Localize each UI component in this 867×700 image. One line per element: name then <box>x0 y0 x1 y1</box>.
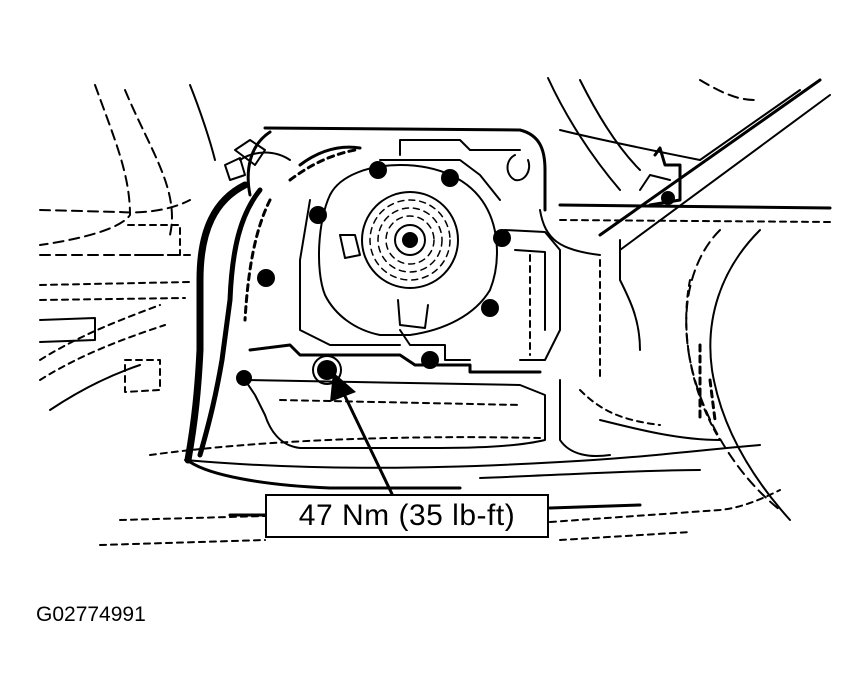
wiring-harness <box>184 139 362 464</box>
figure-id-label: G02774991 <box>36 603 146 626</box>
bolt-icon <box>309 206 327 224</box>
bolt-icon <box>421 351 439 369</box>
transmission-housing <box>244 126 561 449</box>
bolt-icon <box>441 169 459 187</box>
bolt-icon <box>236 370 252 386</box>
right-frame-structure <box>539 77 832 521</box>
left-frame-lines <box>39 84 216 411</box>
lower-frame-rails <box>99 436 781 546</box>
torque-spec-label: 47 Nm (35 lb-ft) <box>298 499 516 532</box>
bolt-icon <box>493 229 511 247</box>
bolt-icon <box>317 360 337 380</box>
arrow-icon <box>330 372 394 496</box>
bolt-group <box>236 161 511 386</box>
converter-rings <box>361 191 459 289</box>
torque-callout: 47 Nm (35 lb-ft) <box>265 494 549 538</box>
bolt-icon <box>481 299 499 317</box>
bolt-icon <box>369 161 387 179</box>
bolt-icon <box>257 269 275 287</box>
